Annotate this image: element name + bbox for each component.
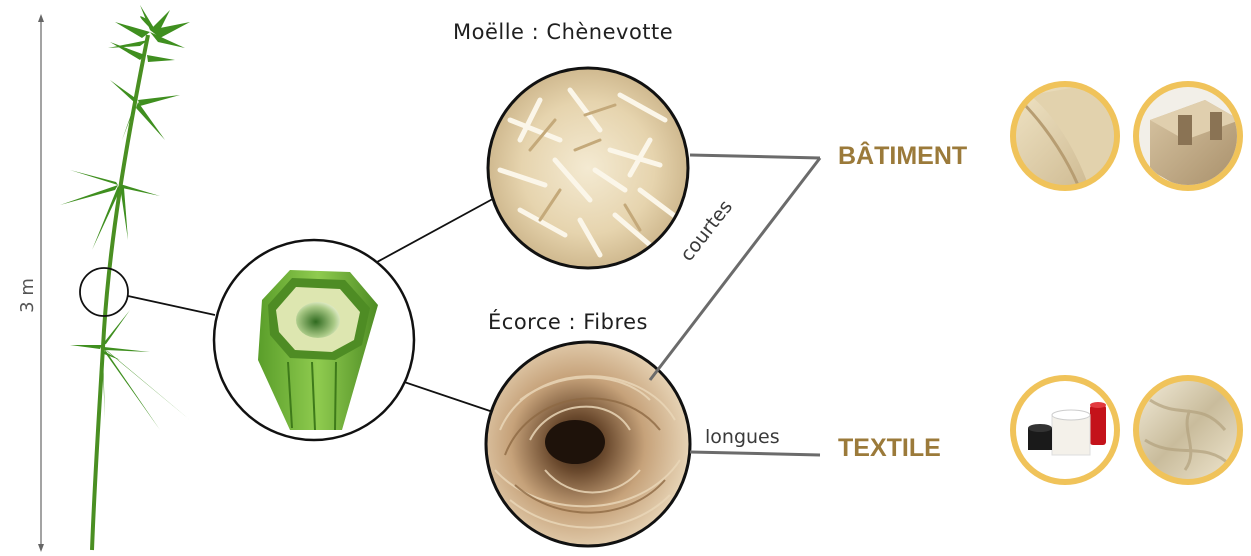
yarn-spools-thumbnail	[1010, 375, 1120, 485]
pith-title: Moëlle : Chènevotte	[453, 20, 673, 44]
long-fibers-label: longues	[705, 426, 780, 448]
stem-cross-section-zoom	[214, 240, 414, 440]
pith-chenevotte-image	[488, 68, 688, 268]
fabric-thumbnail	[1133, 375, 1243, 485]
bark-title: Écorce : Fibres	[488, 310, 648, 334]
height-axis	[38, 14, 44, 552]
building-use-label: BÂTIMENT	[838, 142, 967, 171]
insulation-foam-thumbnail	[1010, 80, 1120, 191]
plant-height-label: 3 m	[17, 278, 38, 313]
hempcrete-block-thumbnail	[1133, 81, 1243, 191]
hemp-plant-illustration	[60, 5, 190, 550]
bark-fibres-image	[486, 342, 690, 546]
textile-use-label: TEXTILE	[838, 434, 941, 463]
